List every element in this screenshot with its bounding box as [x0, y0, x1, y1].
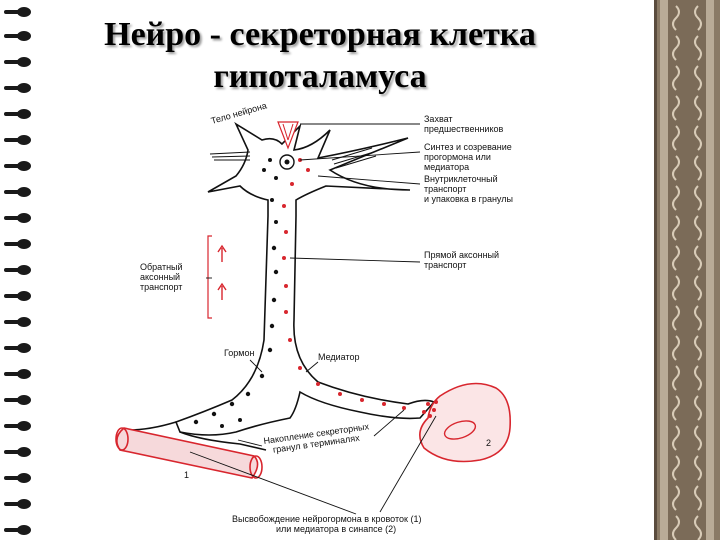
spiral-wire	[4, 112, 22, 116]
border-ornament	[672, 485, 702, 511]
spiral-ring	[17, 395, 31, 405]
border-ornament	[672, 95, 702, 121]
spiral-wire	[4, 528, 22, 532]
border-ornament	[672, 425, 702, 451]
border-ornament	[672, 455, 702, 481]
page-title: Нейро - секреторная клетка гипоталамуса	[60, 14, 580, 98]
spiral-ring	[17, 187, 31, 197]
spiral-ring	[17, 421, 31, 431]
spiral-ring	[17, 265, 31, 275]
spiral-wire	[4, 164, 22, 168]
precursor-arrow	[277, 121, 299, 150]
border-ornament	[672, 5, 702, 31]
label-num-2: 2	[486, 438, 491, 448]
spiral-ring	[17, 369, 31, 379]
spiral-binding	[4, 7, 31, 535]
spiral-wire	[4, 34, 22, 38]
spiral-wire	[4, 216, 22, 220]
border-ornament	[672, 35, 702, 61]
border-ornament	[672, 215, 702, 241]
spiral-ring	[17, 161, 31, 171]
label-mediator: Медиатор	[318, 352, 360, 362]
spiral-wire	[4, 502, 22, 506]
border-ornament	[672, 125, 702, 151]
target-cell	[419, 382, 512, 463]
border-ornament	[672, 65, 702, 91]
spiral-ring	[17, 83, 31, 93]
border-ornament	[672, 185, 702, 211]
border-ornament	[672, 515, 702, 540]
spiral-wire	[4, 294, 22, 298]
border-ornament	[672, 305, 702, 331]
border-ornament	[672, 275, 702, 301]
spiral-wire	[4, 476, 22, 480]
spiral-ring	[17, 473, 31, 483]
spiral-wire	[4, 424, 22, 428]
title-line-2: гипоталамуса	[213, 58, 427, 95]
spiral-wire	[4, 60, 22, 64]
axon-granules	[193, 158, 406, 428]
neuron-body-outline	[174, 121, 436, 436]
spiral-ring	[17, 525, 31, 535]
spiral-ring	[17, 343, 31, 353]
spiral-ring	[17, 109, 31, 119]
spiral-wire	[4, 86, 22, 90]
label-release: Высвобождение нейрогормона в кровоток (1…	[232, 514, 421, 534]
spiral-wire	[4, 242, 22, 246]
spiral-wire	[4, 138, 22, 142]
label-num-1: 1	[184, 470, 189, 480]
border-ornament	[672, 365, 702, 391]
border-ornament	[672, 335, 702, 361]
spiral-wire	[4, 372, 22, 376]
title-line-1: Нейро - секреторная клетка	[104, 16, 536, 53]
spiral-ring	[17, 31, 31, 41]
spiral-ring	[17, 317, 31, 327]
spiral-ring	[17, 447, 31, 457]
spiral-wire	[4, 450, 22, 454]
blood-vessel	[115, 427, 263, 479]
border-ornament	[672, 245, 702, 271]
spiral-ring	[17, 135, 31, 145]
spiral-ring	[17, 57, 31, 67]
spiral-wire	[4, 346, 22, 350]
spiral-wire	[4, 268, 22, 272]
spiral-wire	[4, 190, 22, 194]
reverse-transport-bracket	[207, 235, 212, 319]
spiral-ring	[17, 213, 31, 223]
label-accumulation: Накопление секреторныхгранул в терминаля…	[263, 421, 372, 456]
target-cell-nucleus	[443, 420, 477, 440]
spiral-ring	[17, 291, 31, 301]
border-ornament	[672, 395, 702, 421]
label-hormone: Гормон	[224, 348, 254, 358]
decorative-border	[654, 0, 720, 540]
synapse-granules	[422, 400, 438, 418]
spiral-wire	[4, 320, 22, 324]
spiral-ring	[17, 499, 31, 509]
border-ornament	[672, 155, 702, 181]
spiral-wire	[4, 398, 22, 402]
label-cell-body: Тело нейрона	[210, 100, 268, 125]
spiral-ring	[17, 239, 31, 249]
